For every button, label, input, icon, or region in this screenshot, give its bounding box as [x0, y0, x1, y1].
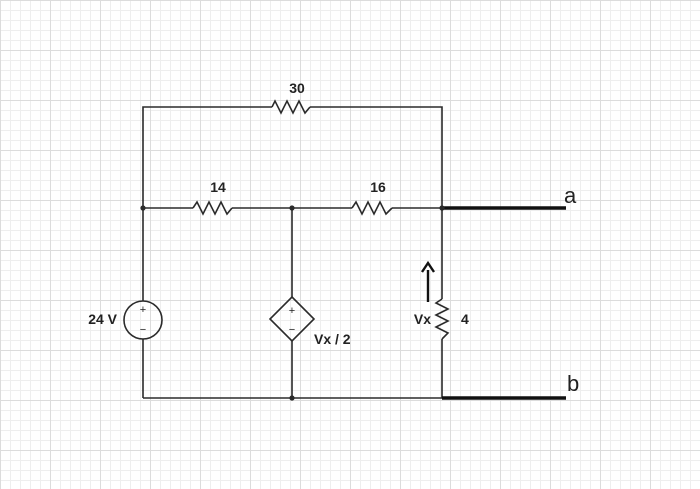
resistor-30 [271, 99, 311, 115]
junction-dot [439, 205, 445, 211]
voltage-source-24v [123, 300, 163, 340]
arrow-up-icon [421, 260, 435, 273]
label-dependent-source: Vx / 2 [314, 331, 351, 347]
junction-dot [289, 395, 295, 401]
label-source-24v: 24 V [88, 311, 117, 327]
label-r16: 16 [370, 179, 386, 195]
source-minus-sign: − [140, 324, 146, 336]
dependent-plus-sign: + [289, 305, 295, 317]
source-plus-sign: + [140, 304, 146, 316]
label-terminal-b: b [567, 371, 579, 396]
label-terminal-a: a [564, 183, 577, 208]
dependent-minus-sign: − [289, 324, 295, 336]
top-wire [142, 106, 443, 208]
resistor-4 [434, 298, 450, 340]
label-r14: 14 [210, 179, 226, 195]
resistor-14 [192, 200, 233, 216]
resistor-16 [351, 200, 393, 216]
label-r4: 4 [461, 311, 469, 327]
label-r30: 30 [289, 80, 305, 96]
dependent-voltage-source [268, 295, 316, 343]
label-vx: Vx [414, 311, 431, 327]
junction-dot [289, 205, 295, 211]
junction-dot [140, 205, 146, 211]
